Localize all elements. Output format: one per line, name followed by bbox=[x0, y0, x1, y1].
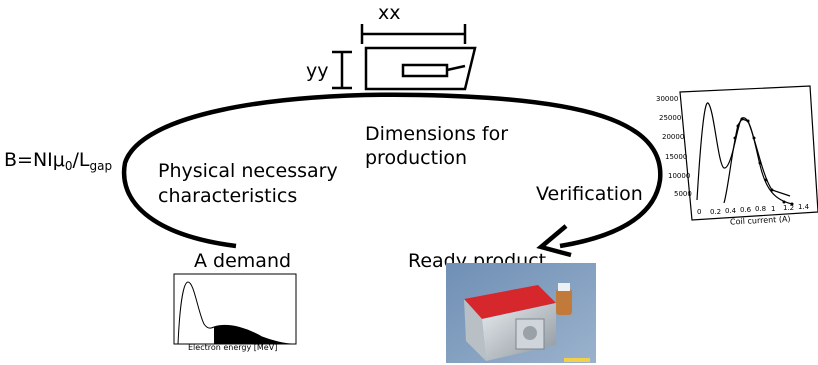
verify-plot-y-tick-6: 5000 bbox=[674, 190, 692, 198]
verify-plot-x-tick-7: 1.2 bbox=[783, 204, 795, 212]
dimension-y-label: yy bbox=[306, 60, 329, 82]
verify-plot-y-tick-5: 10000 bbox=[668, 172, 691, 180]
cycle-arc bbox=[121, 92, 663, 249]
dimension-yy-marker bbox=[332, 50, 352, 90]
verify-plot-y-tick-1: 30000 bbox=[656, 95, 679, 103]
verify-plot-y-tick-2: 25000 bbox=[659, 114, 682, 122]
label-dimensions-line1: Dimensions for bbox=[365, 123, 509, 145]
dimension-x-label: xx bbox=[378, 2, 401, 24]
label-demand: A demand bbox=[194, 250, 292, 272]
equation-mid: /L bbox=[72, 149, 90, 171]
label-dimensions-line2: production bbox=[365, 147, 468, 169]
magnet-sketch bbox=[364, 46, 477, 91]
verify-plot-x-tick-5: 0.8 bbox=[755, 205, 767, 213]
equation-sub0: 0 bbox=[64, 159, 73, 173]
demand-plot-xlabel: Electron energy [MeV] bbox=[188, 343, 278, 352]
equation-sub1: gap bbox=[89, 159, 113, 173]
verify-plot-y-tick-4: 15000 bbox=[665, 153, 688, 161]
label-verification: Verification bbox=[536, 183, 643, 205]
equation-main: B=NIμ bbox=[4, 149, 65, 171]
verify-plot-x-tick-4: 0.6 bbox=[740, 206, 752, 214]
verify-plot-x-tick-6: 1 bbox=[771, 205, 776, 213]
verify-plot-x-tick-1: 0 bbox=[697, 208, 702, 216]
dimension-xx-marker bbox=[360, 24, 467, 44]
cycle-arrowhead bbox=[536, 224, 572, 258]
verify-plot-x-tick-8: 1.4 bbox=[798, 203, 810, 211]
field-equation: B=NIμ0/Lgap bbox=[4, 149, 112, 173]
verify-plot-y-tick-3: 20000 bbox=[662, 133, 685, 141]
verify-plot-x-tick-2: 0.2 bbox=[710, 208, 722, 216]
verify-plot-x-tick-3: 0.4 bbox=[725, 207, 737, 215]
label-physical-line1: Physical necessary bbox=[158, 160, 338, 182]
ready-product-photo bbox=[446, 263, 596, 363]
label-physical-line2: characteristics bbox=[158, 185, 298, 207]
